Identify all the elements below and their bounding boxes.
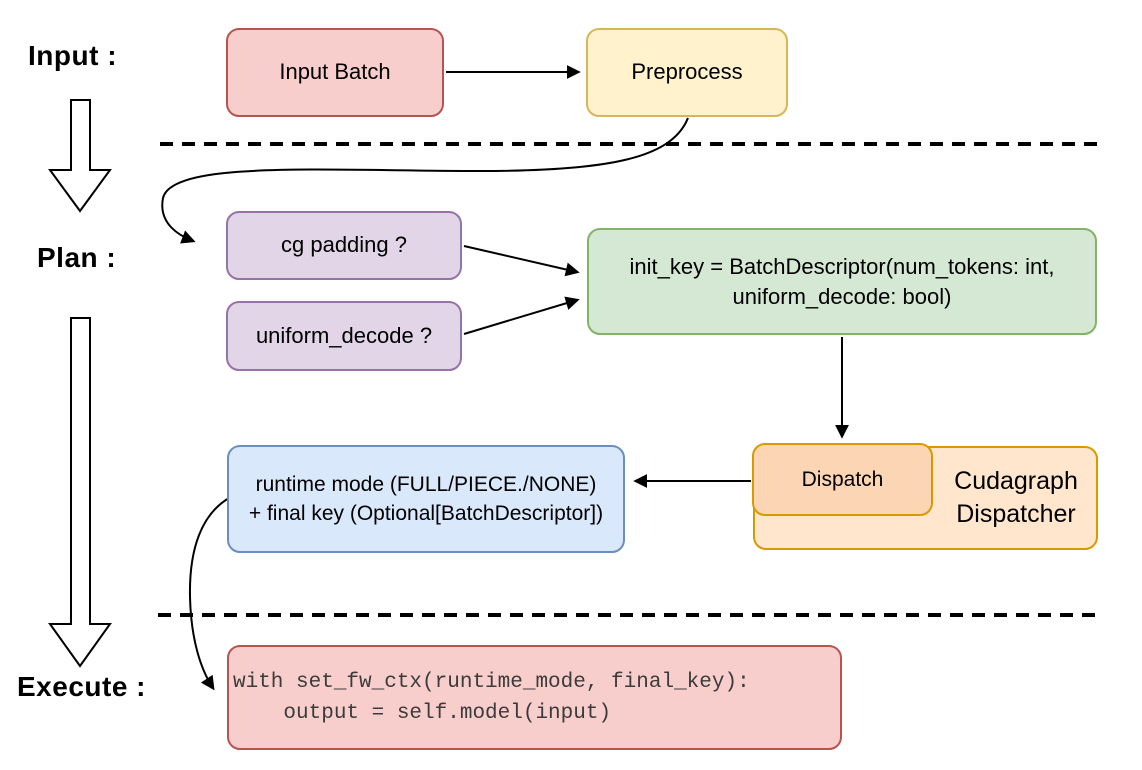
node-dispatch-label: Dispatch xyxy=(801,467,884,491)
node-uniform-decode-label: uniform_decode ? xyxy=(255,322,433,348)
node-init-key-line2: uniform_decode: bool) xyxy=(732,283,952,309)
node-preprocess: Preprocess xyxy=(586,28,788,117)
node-runtime-mode-line2: + final key (Optional[BatchDescriptor]) xyxy=(248,502,604,525)
node-cudagraph-dispatcher-text: Cudagraph Dispatcher xyxy=(936,448,1096,548)
stage-arrow-input-to-plan-icon xyxy=(48,99,112,213)
node-dispatch: Dispatch xyxy=(752,443,933,516)
node-cg-padding: cg padding ? xyxy=(226,211,462,280)
node-runtime-mode: runtime mode (FULL/PIECE./NONE) + final … xyxy=(227,445,625,553)
node-cg-padding-label: cg padding ? xyxy=(281,232,407,258)
node-init-key: init_key = BatchDescriptor(num_tokens: i… xyxy=(587,228,1097,335)
node-execute-code-line1: with set_fw_ctx(runtime_mode, final_key)… xyxy=(233,670,750,694)
arrow-cg-padding-to-init-key xyxy=(463,245,580,277)
arrow-preprocess-to-cg-padding xyxy=(161,117,689,244)
node-cudagraph-dispatcher-line2: Dispatcher xyxy=(956,500,1076,528)
stage-label-input: Input : xyxy=(28,40,118,71)
node-cudagraph-dispatcher-line1: Cudagraph xyxy=(954,467,1078,495)
node-input-batch: Input Batch xyxy=(226,28,444,117)
stage-label-execute: Execute : xyxy=(17,671,146,702)
node-input-batch-label: Input Batch xyxy=(279,59,391,85)
stage-label-plan: Plan : xyxy=(37,242,117,273)
arrow-runtime-mode-to-execute-code xyxy=(188,497,230,691)
node-preprocess-label: Preprocess xyxy=(631,59,743,85)
node-execute-code: with set_fw_ctx(runtime_mode, final_key)… xyxy=(227,645,842,750)
arrow-uniform-decode-to-init-key xyxy=(463,296,580,335)
node-uniform-decode: uniform_decode ? xyxy=(226,301,462,371)
node-execute-code-line2: output = self.model(input) xyxy=(233,701,612,725)
node-init-key-line1: init_key = BatchDescriptor(num_tokens: i… xyxy=(629,253,1055,279)
stage-arrow-plan-to-execute-icon xyxy=(48,317,112,668)
node-runtime-mode-line1: runtime mode (FULL/PIECE./NONE) xyxy=(255,473,597,496)
